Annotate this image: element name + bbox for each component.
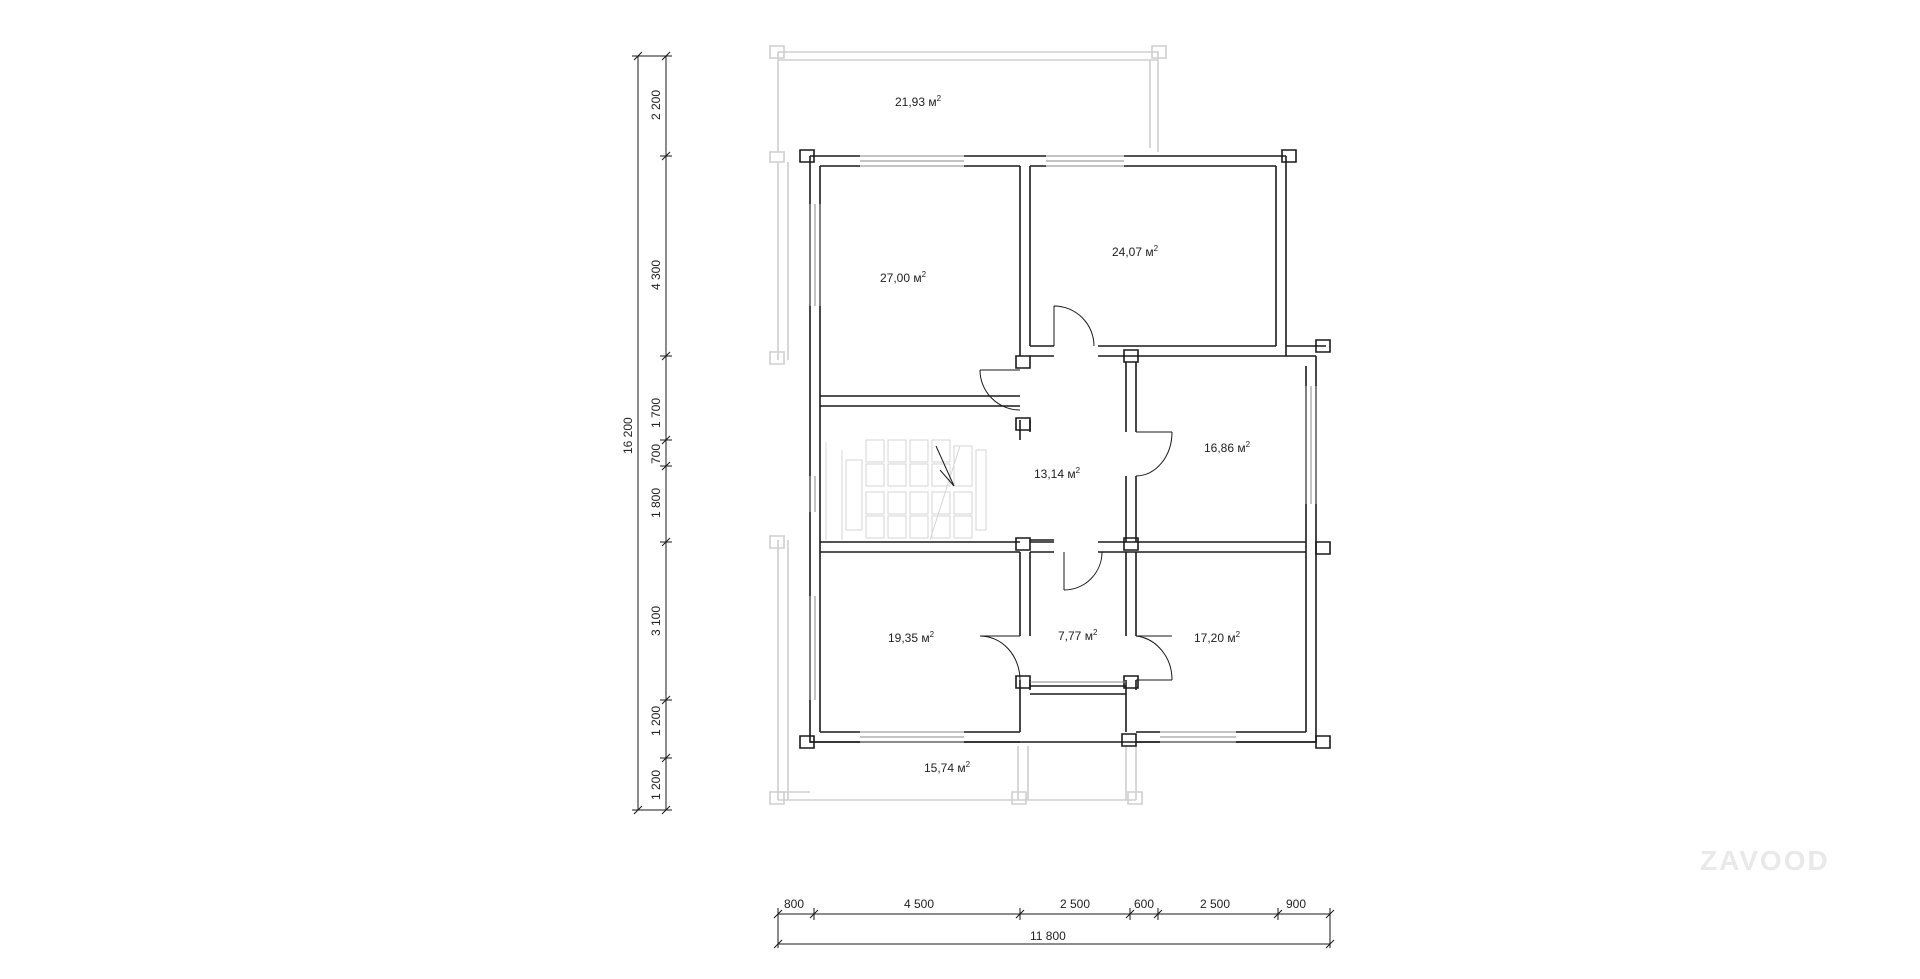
dim-h-4: 600 [1134, 897, 1154, 911]
walls [799, 149, 1331, 749]
dim-v-8: 1 200 [649, 770, 663, 800]
dimension-horizontal: 800 4 500 2 500 600 2 500 900 11 800 [773, 897, 1335, 949]
dim-v-1: 2 200 [649, 90, 663, 120]
room-area-room-4: 19,35 м2 [888, 630, 935, 645]
room-area-bath: 7,77 м2 [1058, 628, 1098, 643]
terrace-outlines [769, 45, 1167, 805]
dim-h-2: 4 500 [904, 897, 934, 911]
dim-v-4: 700 [649, 444, 663, 464]
dimension-vertical: 2 200 4 300 1 700 700 1 800 3 100 1 200 … [621, 51, 672, 815]
doors [979, 305, 1173, 681]
staircase [825, 439, 987, 541]
dim-h-1: 800 [784, 897, 804, 911]
room-area-hall: 13,14 м2 [1034, 466, 1081, 481]
windows [809, 155, 1317, 743]
watermark-logo: ZAVOOD [1700, 845, 1830, 876]
room-area-room-1: 27,00 м2 [880, 270, 927, 285]
dim-v-7: 1 200 [649, 706, 663, 736]
room-area-room-5: 17,20 м2 [1194, 630, 1241, 645]
room-area-terrace-top: 21,93 м2 [895, 94, 942, 109]
dim-v-3: 1 700 [649, 398, 663, 428]
room-area-terrace-bottom: 15,74 м2 [924, 760, 971, 775]
dim-v-total: 16 200 [621, 417, 635, 454]
dim-v-6: 3 100 [649, 606, 663, 636]
room-labels: 21,93 м2 27,00 м2 24,07 м2 16,86 м2 13,1… [880, 94, 1251, 775]
dim-v-5: 1 800 [649, 488, 663, 518]
dim-h-5: 2 500 [1200, 897, 1230, 911]
dim-h-3: 2 500 [1060, 897, 1090, 911]
dim-h-total: 11 800 [1030, 929, 1066, 943]
room-area-room-3: 16,86 м2 [1204, 440, 1251, 455]
dim-v-2: 4 300 [649, 260, 663, 290]
dim-h-6: 900 [1286, 897, 1306, 911]
room-area-room-2: 24,07 м2 [1112, 244, 1159, 259]
